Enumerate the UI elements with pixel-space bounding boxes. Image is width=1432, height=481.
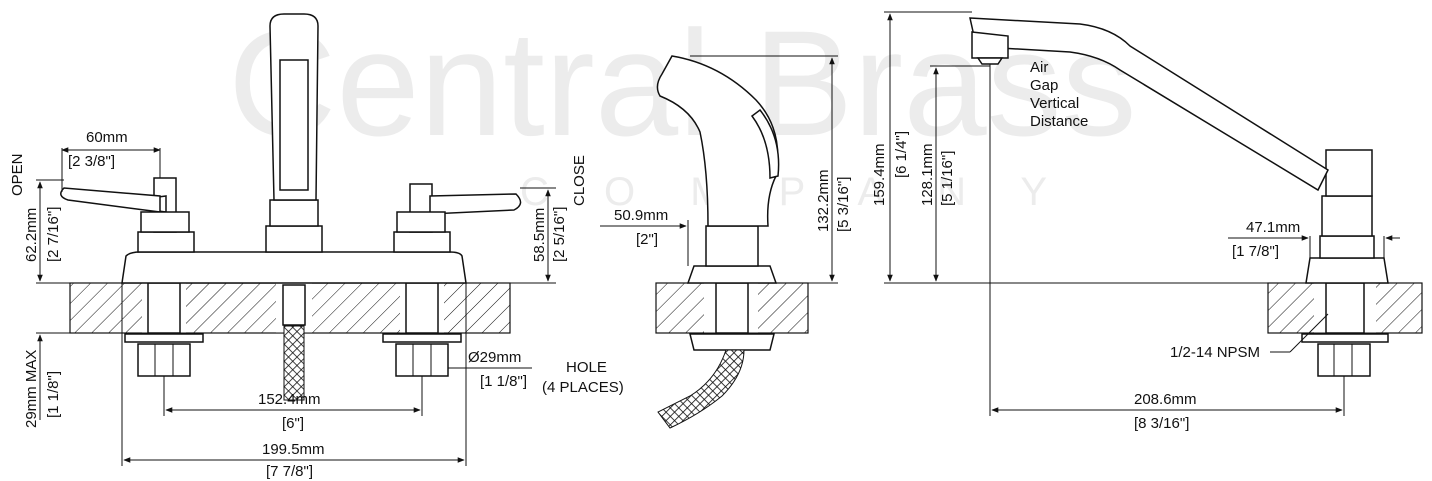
thread-spec: 1/2-14 NPSM: [1170, 344, 1260, 361]
hole-diameter-in: [1 1/8"]: [480, 373, 527, 390]
hole-diameter-mm: Ø29mm: [468, 349, 521, 366]
supply-hose-fitting: [282, 284, 306, 326]
left-lever-handle: [60, 177, 190, 233]
air-gap-label-2: Gap: [1030, 77, 1058, 94]
reach-mm: 208.6mm: [1134, 391, 1197, 408]
right-lever-handle: [396, 183, 522, 233]
base-diameter-mm: 47.1mm: [1246, 219, 1300, 236]
air-gap-label-1: Air: [1030, 59, 1048, 76]
watermark-sub: C O M P A N Y: [520, 170, 1069, 214]
handle-spread-in: [2 3/8"]: [68, 153, 115, 170]
side-sprayer-view: 50.9mm [2"] 132.2mm [5 3/16"]: [600, 55, 852, 429]
base-diameter-in: [1 7/8"]: [1232, 243, 1279, 260]
faucet-base-plate: [121, 251, 467, 284]
spout-side-view: 159.4mm [6 1/4"] 128.1mm [5 1/16"] Air G…: [871, 11, 1423, 432]
hole-places: (4 PLACES): [542, 379, 624, 396]
centers-in: [6"]: [282, 415, 304, 432]
left-shank: [124, 282, 204, 377]
sprayer-height-mm: 132.2mm: [815, 169, 832, 232]
deck-faucet-view: 60mm [2 3/8"] OPEN 62.2mm [2 7/16"] 58.5…: [9, 13, 624, 480]
supply-hose: [283, 325, 305, 401]
air-gap-in: [5 1/16"]: [939, 151, 956, 206]
sprayer-hose: [657, 349, 745, 429]
sprayer-height-in: [5 3/16"]: [835, 177, 852, 232]
sprayer-base-in: [2"]: [636, 231, 658, 248]
overall-in: [7 7/8"]: [266, 463, 313, 480]
overall-mm: 199.5mm: [262, 441, 325, 458]
air-gap-mm: 128.1mm: [919, 143, 936, 206]
spout-height-mm: 159.4mm: [871, 143, 888, 206]
sprayer-base-mm: 50.9mm: [614, 207, 668, 224]
reach-in: [8 3/16"]: [1134, 415, 1189, 432]
close-height-mm: 58.5mm: [531, 208, 548, 262]
max-deck-mm: 29mm MAX: [23, 350, 40, 428]
open-height-in: [2 7/16"]: [45, 207, 62, 262]
open-height-mm: 62.2mm: [23, 208, 40, 262]
max-deck-in: [1 1/8"]: [45, 371, 62, 418]
centers-mm: 152.4mm: [258, 391, 321, 408]
open-label: OPEN: [9, 153, 26, 196]
hole-label: HOLE: [566, 359, 607, 376]
close-label: CLOSE: [571, 155, 588, 206]
spout-height-in: [6 1/4"]: [893, 131, 910, 178]
air-gap-label-4: Distance: [1030, 113, 1088, 130]
close-height-in: [2 5/16"]: [551, 207, 568, 262]
handle-spread-mm: 60mm: [86, 129, 128, 146]
air-gap-label-3: Vertical: [1030, 95, 1079, 112]
